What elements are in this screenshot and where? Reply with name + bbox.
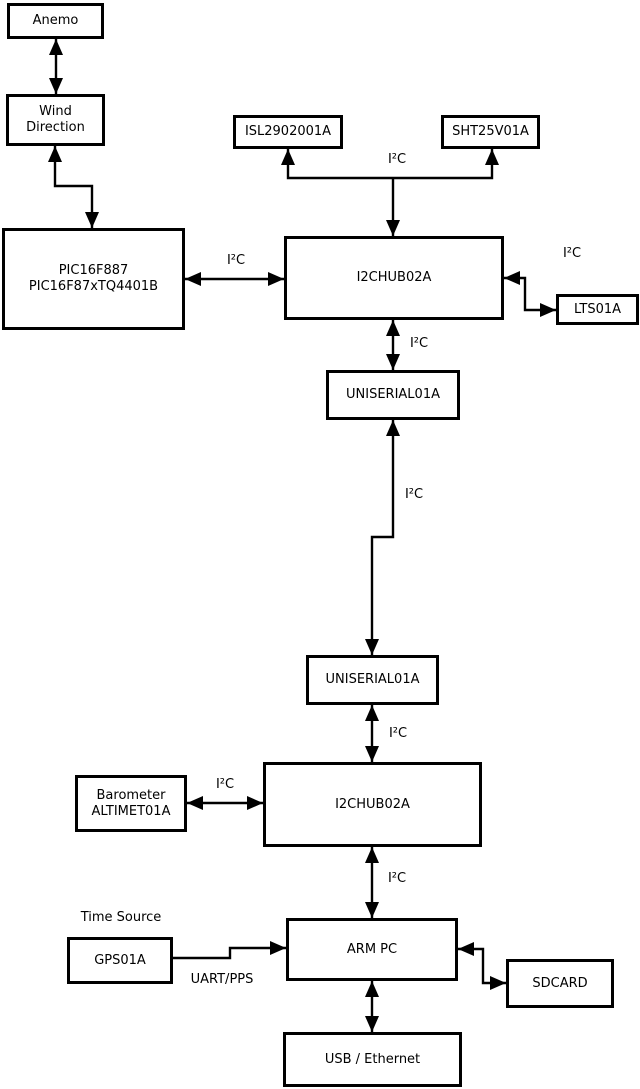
connector-hub-lts bbox=[504, 271, 556, 317]
connector-armpc-sdcard bbox=[458, 942, 506, 990]
connector-wind-pic bbox=[48, 146, 99, 228]
connector-gps-armpc bbox=[173, 941, 286, 960]
connector-hub-sensor-bus bbox=[281, 149, 499, 180]
connector-uniserial-link bbox=[365, 420, 400, 655]
